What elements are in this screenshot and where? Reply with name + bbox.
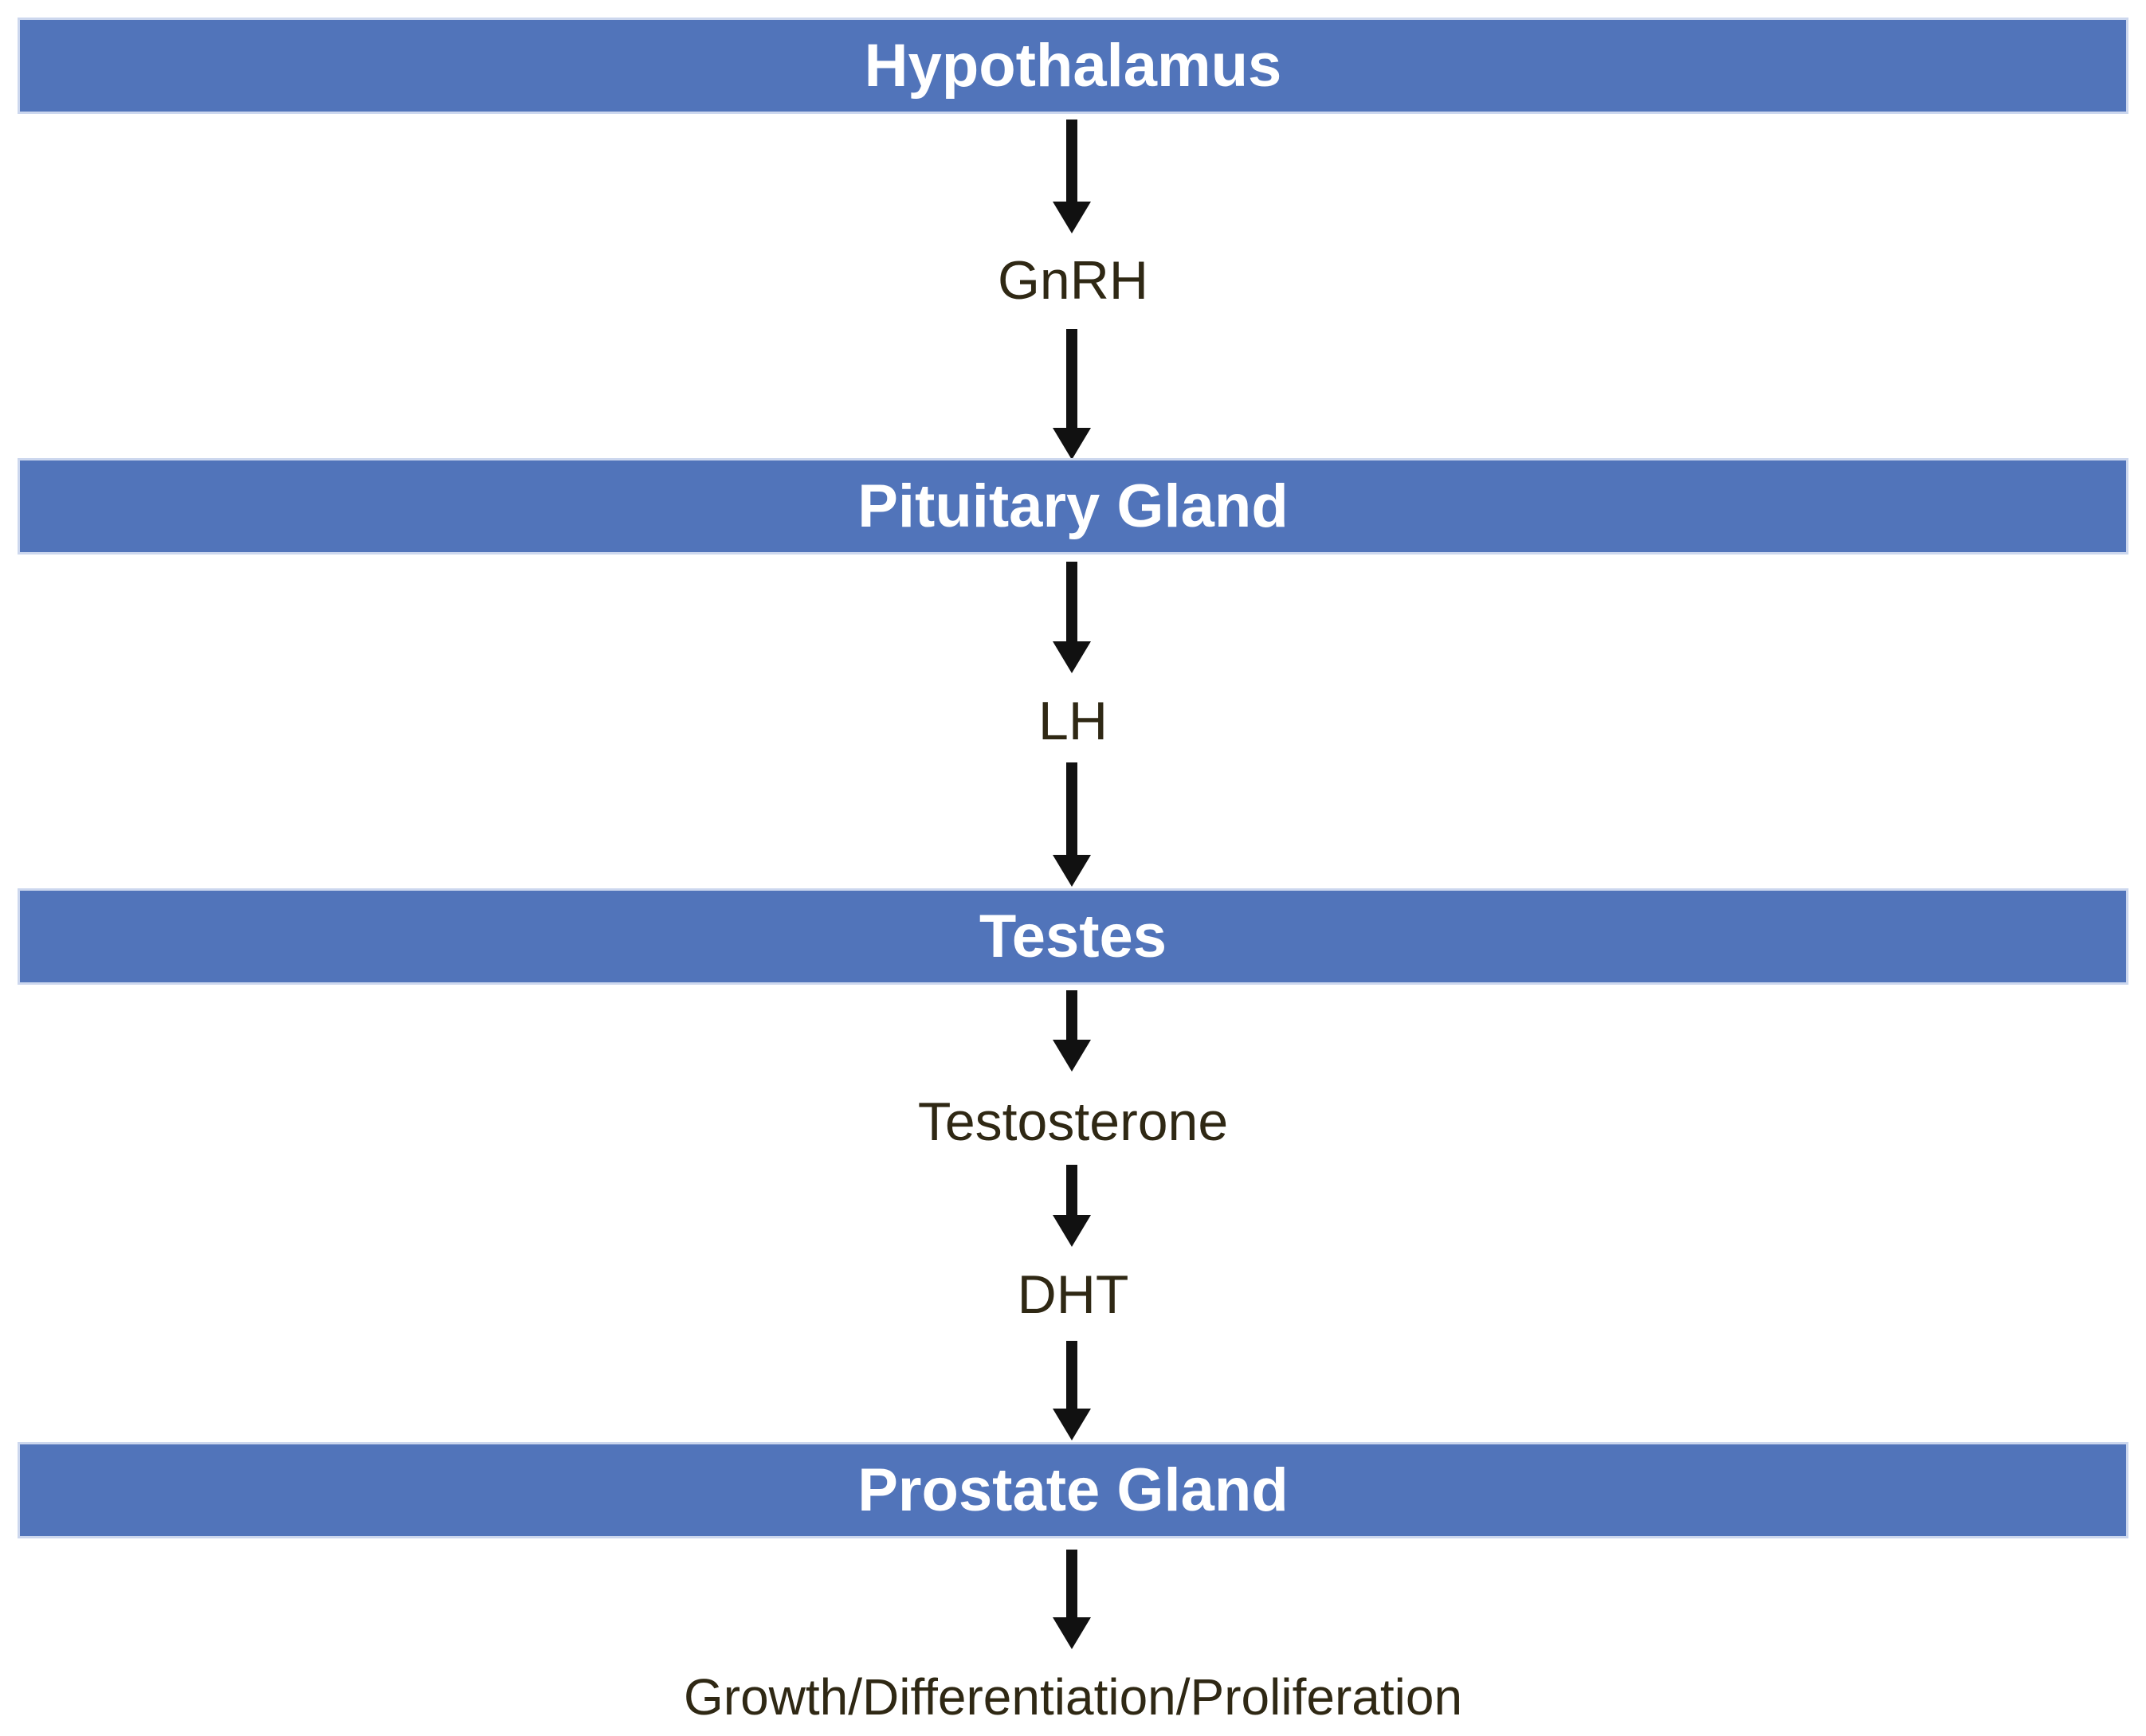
arrow-stem — [1066, 120, 1077, 202]
down-arrow-prostate-to-outcome — [1053, 1550, 1091, 1649]
down-arrow-pituitary-to-lh — [1053, 562, 1091, 673]
arrow-stem — [1066, 762, 1077, 855]
down-arrow-testes-to-testosterone — [1053, 990, 1091, 1072]
banner-pituitary-gland: Pituitary Gland — [18, 458, 2128, 555]
banner-testes: Testes — [18, 888, 2128, 985]
arrow-head-icon — [1053, 641, 1091, 673]
banner-prostate-gland: Prostate Gland — [18, 1442, 2128, 1538]
arrow-head-icon — [1053, 1215, 1091, 1247]
arrow-head-icon — [1053, 1617, 1091, 1649]
arrow-stem — [1066, 1550, 1077, 1617]
arrow-head-icon — [1053, 855, 1091, 887]
arrow-head-icon — [1053, 428, 1091, 460]
down-arrow-dht-to-prostate — [1053, 1341, 1091, 1440]
arrow-head-icon — [1053, 202, 1091, 233]
arrow-head-icon — [1053, 1040, 1091, 1072]
down-arrow-gnrh-to-pituitary — [1053, 329, 1091, 460]
banner-prostate-gland-label: Prostate Gland — [857, 1456, 1289, 1524]
arrow-stem — [1066, 329, 1077, 428]
arrow-head-icon — [1053, 1409, 1091, 1440]
banner-hypothalamus-label: Hypothalamus — [864, 32, 1282, 100]
arrow-stem — [1066, 990, 1077, 1040]
banner-pituitary-gland-label: Pituitary Gland — [857, 472, 1289, 540]
arrow-stem — [1066, 562, 1077, 641]
label-gnrh: GnRH — [998, 250, 1148, 311]
label-lh: LH — [1038, 691, 1108, 751]
down-arrow-lh-to-testes — [1053, 762, 1091, 887]
down-arrow-hypothalamus-to-gnrh — [1053, 120, 1091, 233]
label-growth-differentiation-proliferation: Growth/Differentiation/Proliferation — [683, 1668, 1463, 1726]
banner-hypothalamus: Hypothalamus — [18, 18, 2128, 114]
arrow-stem — [1066, 1165, 1077, 1215]
down-arrow-testosterone-to-dht — [1053, 1165, 1091, 1247]
label-dht: DHT — [1017, 1264, 1129, 1325]
label-testosterone: Testosterone — [917, 1091, 1229, 1152]
arrow-stem — [1066, 1341, 1077, 1409]
banner-testes-label: Testes — [979, 903, 1167, 970]
